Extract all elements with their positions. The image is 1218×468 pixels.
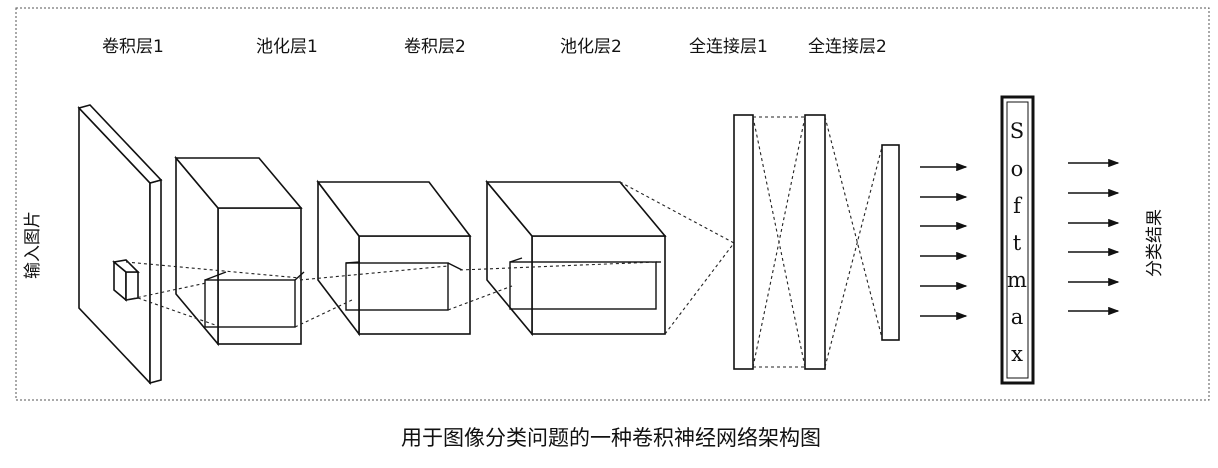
- label-pool2: 池化层2: [560, 37, 622, 57]
- label-input: 输入图片: [23, 211, 43, 279]
- label-conv2: 卷积层2: [404, 37, 466, 57]
- label-fc1: 全连接层1: [689, 37, 768, 57]
- softmax-letter-1: S: [1010, 119, 1024, 143]
- pool2-cube: [485, 179, 667, 337]
- input-image-plane: [77, 104, 163, 386]
- conv-connectors: [125, 181, 735, 335]
- label-output: 分类结果: [1145, 209, 1165, 277]
- softmax-letter-3: f: [1013, 194, 1023, 218]
- conv1-cube: [174, 155, 305, 347]
- output-bar: [881, 144, 900, 341]
- softmax-letter-7: x: [1011, 342, 1023, 366]
- conv2-cube: [316, 179, 472, 337]
- diagram-frame: [15, 7, 1210, 401]
- fc2-bar: [804, 114, 826, 370]
- fc-connectors: [752, 116, 883, 368]
- label-fc2: 全连接层2: [808, 37, 887, 57]
- arrows-from-softmax: [1068, 158, 1120, 316]
- fc1-bar: [733, 114, 754, 370]
- arrows-to-softmax: [920, 162, 968, 321]
- softmax-box: S o f t m a x: [1000, 95, 1035, 385]
- softmax-letter-6: a: [1011, 305, 1024, 329]
- label-conv1: 卷积层1: [102, 37, 164, 57]
- softmax-letter-4: t: [1013, 231, 1022, 255]
- diagram-caption: 用于图像分类问题的一种卷积神经网络架构图: [401, 426, 821, 450]
- softmax-letter-5: m: [1007, 268, 1027, 292]
- softmax-letter-2: o: [1011, 157, 1024, 181]
- label-pool1: 池化层1: [256, 37, 318, 57]
